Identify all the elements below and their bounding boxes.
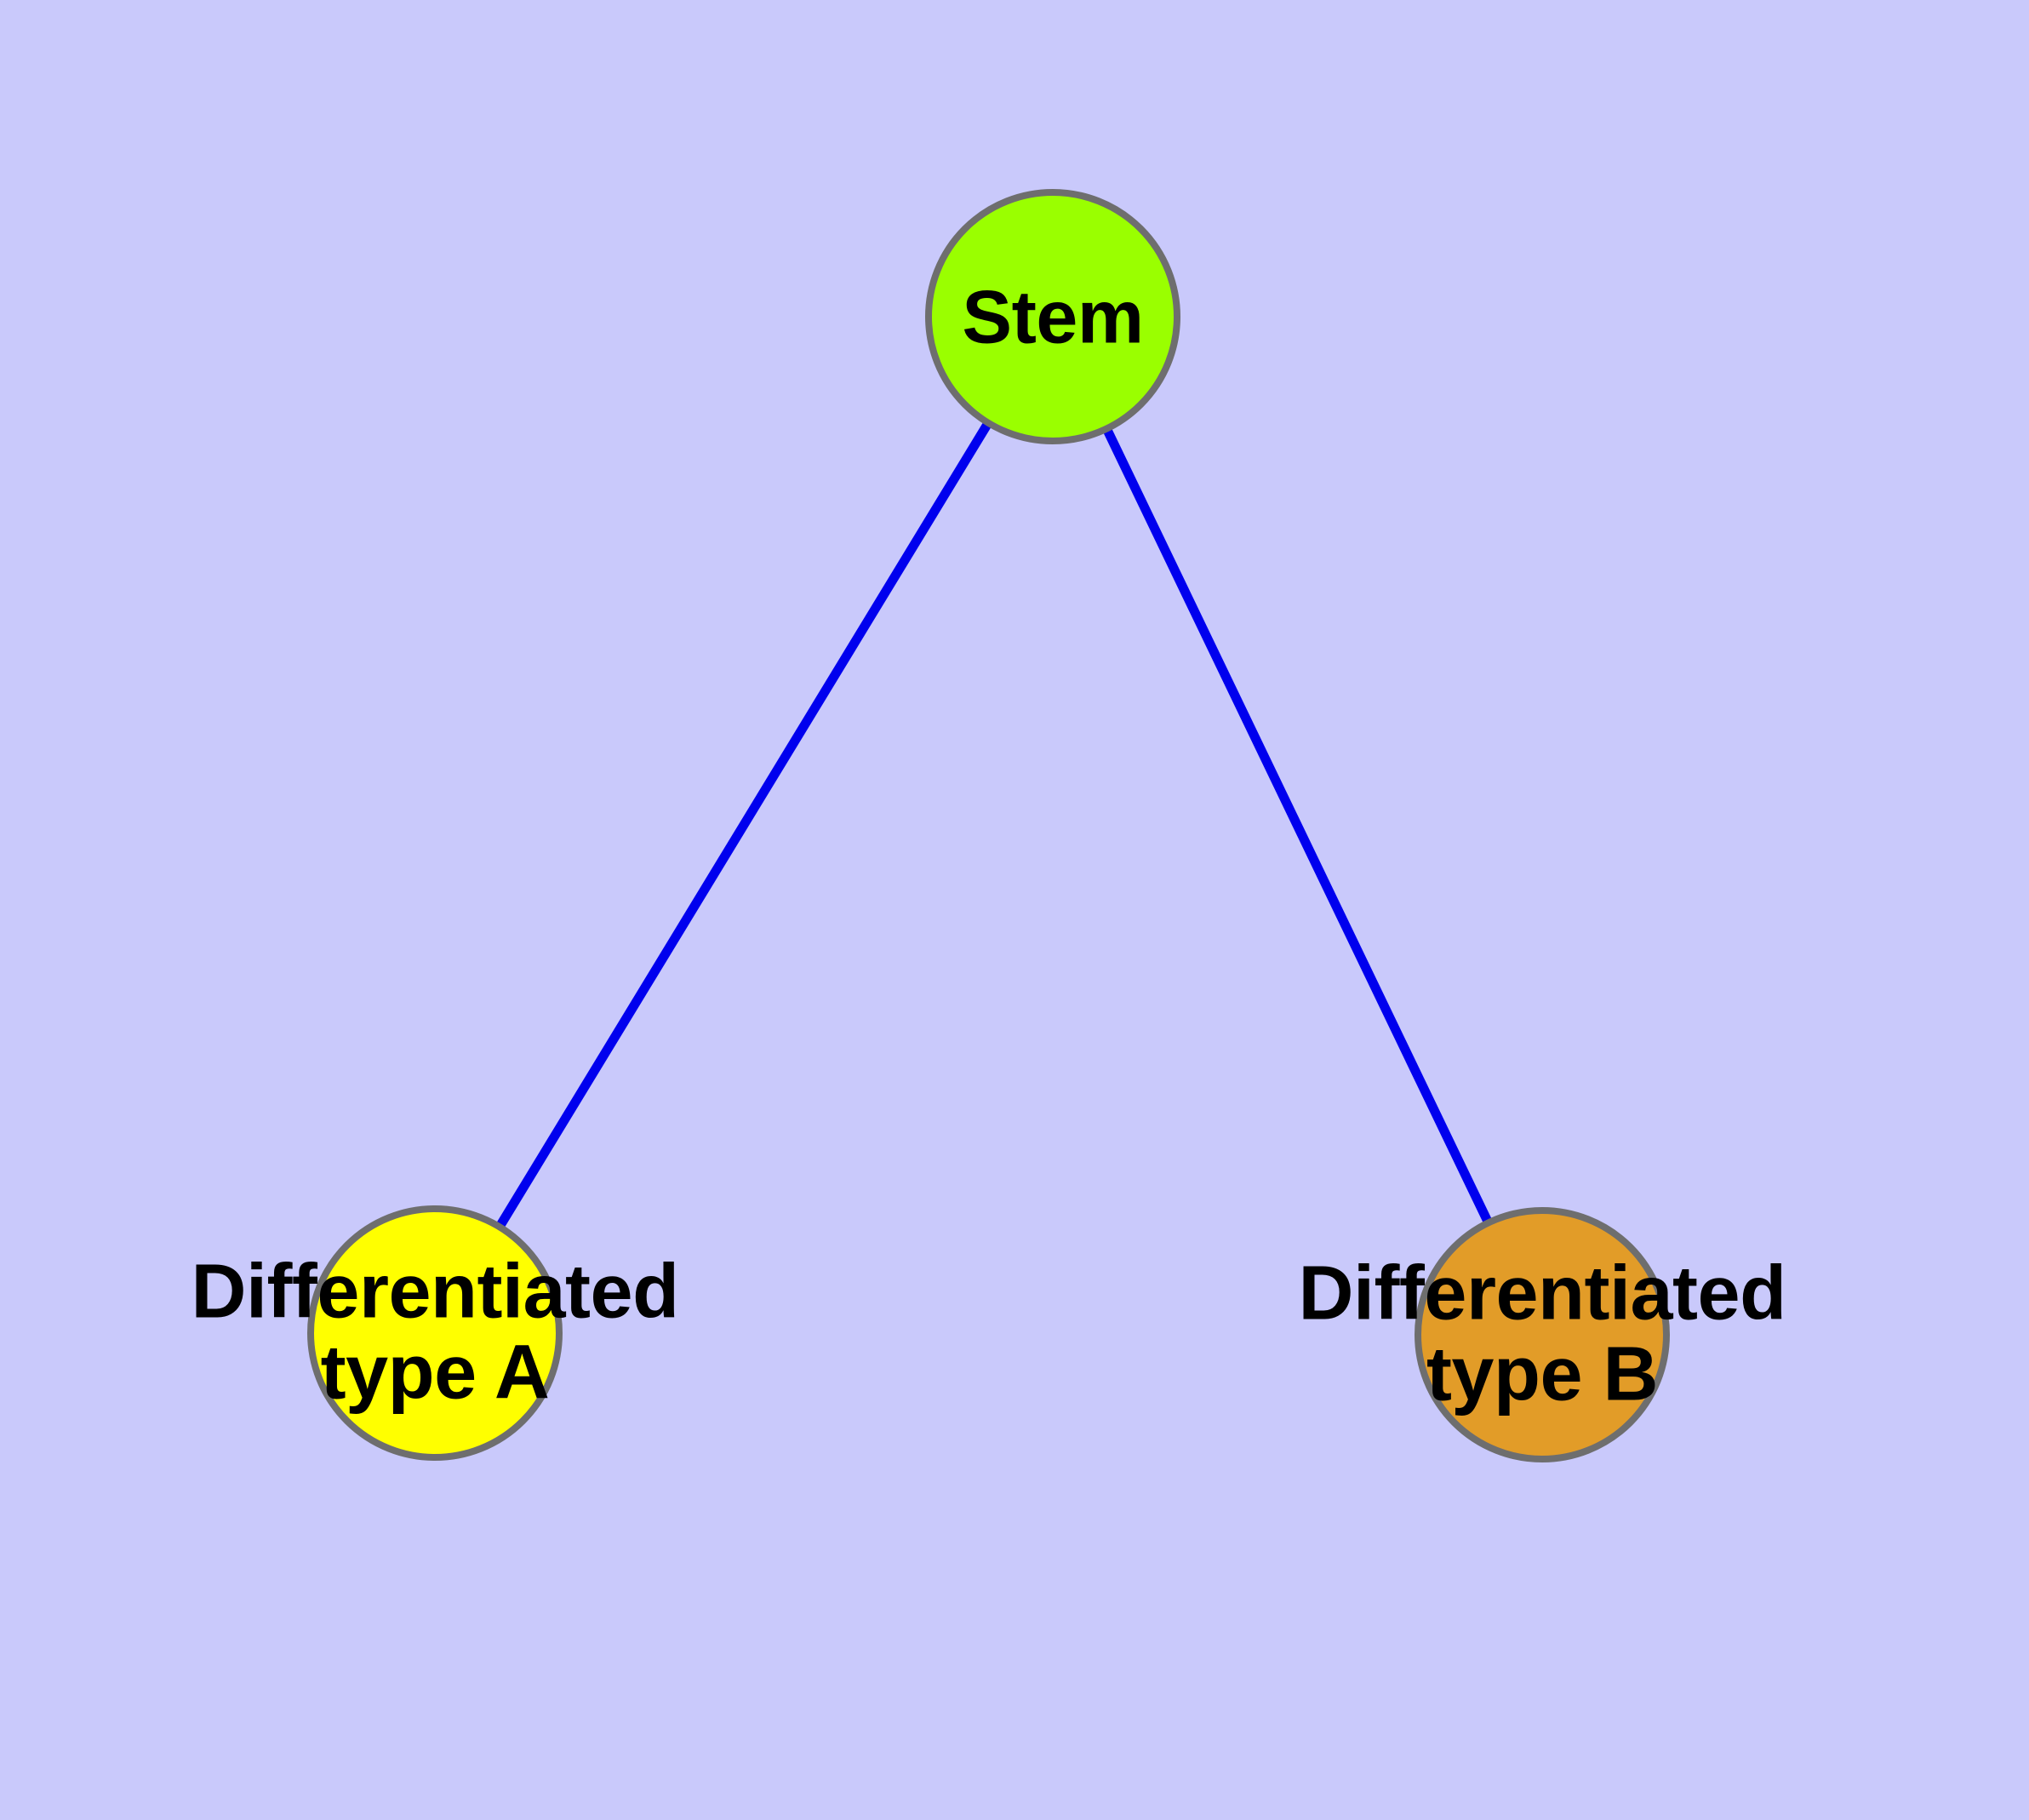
graph-edge [495,420,992,1230]
graph-edge [1102,426,1493,1225]
edges-group [495,420,1493,1230]
nodes-group [307,189,1670,1462]
graph-node-diff-b[interactable] [1415,1207,1670,1462]
graph-node-diff-a[interactable] [307,1205,563,1461]
graph-node-stem[interactable] [925,189,1180,444]
